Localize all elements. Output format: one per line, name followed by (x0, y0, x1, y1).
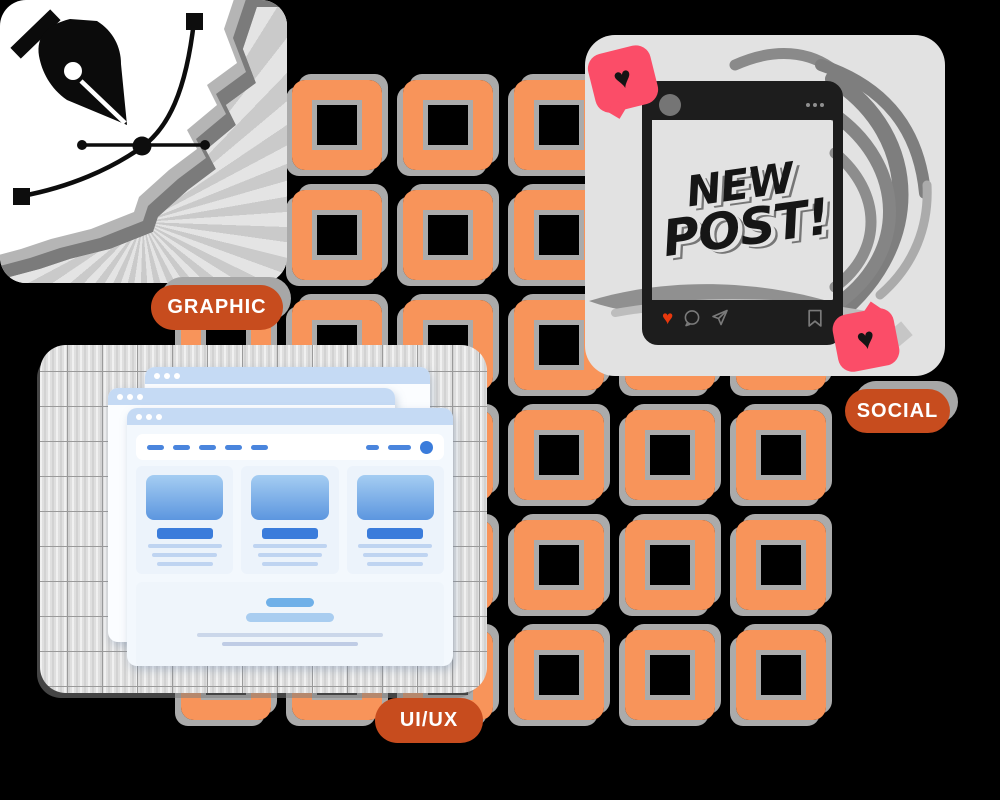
nav-link-placeholder (388, 444, 411, 450)
pen-tool-icon (10, 9, 210, 205)
social-badge[interactable]: SOCIAL (845, 389, 950, 433)
comment-icon[interactable] (683, 309, 701, 327)
button-placeholder (262, 528, 318, 539)
pattern-square (403, 80, 493, 170)
nav-link-placeholder (173, 444, 190, 450)
uiux-badge[interactable]: UI/UX (375, 698, 483, 743)
button-placeholder (156, 528, 213, 539)
browser-window-front (127, 408, 453, 666)
nav-link-placeholder (225, 444, 242, 450)
pattern-square (514, 520, 604, 610)
instagram-post-frame: NEW POST! ♥ (642, 81, 843, 345)
text-line-placeholder (362, 553, 428, 557)
window-dot-icon (164, 372, 170, 379)
browser-titlebar (108, 388, 395, 405)
text-line-placeholder (222, 642, 358, 646)
avatar (659, 94, 681, 116)
pattern-square (736, 520, 826, 610)
wireframe-footer-section (136, 582, 444, 666)
text-line-placeholder (197, 633, 383, 637)
text-line-placeholder (262, 562, 318, 566)
uiux-design-card (40, 345, 487, 693)
button-placeholder (367, 528, 424, 539)
wireframe-card-row (136, 466, 444, 574)
nav-link-placeholder (147, 444, 164, 450)
window-dot-icon (127, 393, 133, 400)
pattern-square (292, 80, 382, 170)
avatar (420, 440, 433, 454)
wireframe-card (346, 466, 444, 574)
more-options-icon[interactable] (806, 103, 824, 107)
pattern-square (403, 190, 493, 280)
image-placeholder (146, 475, 224, 520)
social-media-card: NEW POST! ♥ ♥ (585, 35, 945, 376)
pattern-square (292, 190, 382, 280)
like-heart-icon[interactable]: ♥ (662, 307, 674, 329)
like-notification-badge: ♥ (830, 301, 902, 375)
pattern-square (625, 410, 715, 500)
window-dot-icon (154, 372, 160, 379)
heart-icon: ♥ (610, 60, 636, 97)
browser-titlebar (127, 408, 453, 425)
text-line-placeholder (147, 544, 222, 548)
window-dot-icon (136, 413, 142, 420)
wireframe-navbar (136, 434, 444, 460)
wireframe-card (136, 466, 234, 574)
window-dot-icon (117, 393, 123, 400)
new-post-lettering: NEW POST! (654, 153, 832, 268)
nav-link-placeholder (366, 444, 379, 450)
post-action-bar: ♥ (651, 300, 834, 336)
pattern-square (514, 630, 604, 720)
pattern-square (514, 410, 604, 500)
post-header-bar (651, 90, 834, 120)
image-placeholder (251, 475, 329, 520)
wireframe-card (241, 466, 339, 574)
window-dot-icon (137, 393, 143, 400)
window-dot-icon (174, 372, 180, 379)
graphic-badge[interactable]: GRAPHIC (151, 285, 283, 330)
share-send-icon[interactable] (711, 309, 729, 327)
pattern-square (625, 520, 715, 610)
text-line-placeholder (257, 553, 323, 557)
text-line-placeholder (252, 544, 328, 548)
pattern-square (736, 630, 826, 720)
button-placeholder (266, 598, 314, 607)
text-line-placeholder (156, 562, 213, 566)
text-line-placeholder (358, 544, 433, 548)
nav-link-placeholder (199, 444, 216, 450)
post-image-area: NEW POST! (652, 119, 833, 301)
image-placeholder (356, 475, 434, 520)
browser-titlebar (145, 367, 430, 384)
pattern-square (736, 410, 826, 500)
window-dot-icon (146, 413, 152, 420)
nav-link-placeholder (251, 444, 268, 450)
graphic-design-card (0, 0, 287, 283)
text-line-placeholder (367, 562, 424, 566)
window-dot-icon (156, 413, 162, 420)
text-line-placeholder (152, 553, 218, 557)
heart-icon: ♥ (854, 321, 878, 358)
pattern-square (625, 630, 715, 720)
button-placeholder (246, 613, 334, 622)
bookmark-icon[interactable] (807, 309, 823, 327)
